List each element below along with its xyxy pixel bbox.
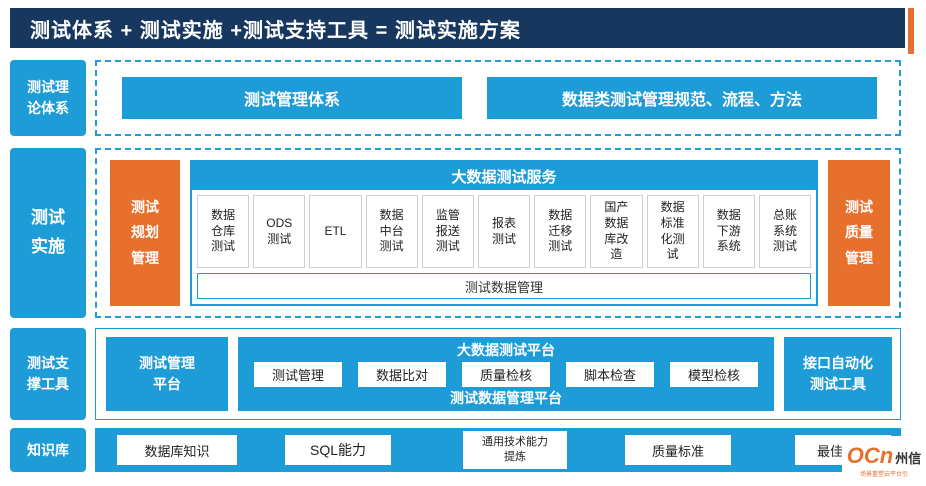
service-box: 报表 测试 [477, 195, 531, 268]
vendor-logo: OCn 州信 场景重塑云平台引 [842, 436, 926, 486]
sidebar-label-knowledge-base: 知识库 [10, 428, 86, 472]
test-management-platform-box: 测试管理 平台 [106, 337, 228, 411]
test-planning-management-box: 测试 规划 管理 [110, 160, 180, 306]
service-box: 总账 系统 测试 [758, 195, 812, 268]
data-test-spec-box: 数据类测试管理规范、流程、方法 [487, 77, 877, 119]
bigdata-test-platform-panel: 大数据测试平台 测试管理 数据比对 质量检核 脚本检查 模型检核 测试数据管理平… [238, 337, 774, 411]
platform-tool: 数据比对 [358, 361, 446, 387]
vendor-logo-name: 州信 [895, 450, 922, 466]
service-box: 监管 报送 测试 [421, 195, 474, 268]
platform-tool: 测试管理 [254, 361, 342, 387]
sidebar-label-support-tools: 测试支 撑工具 [10, 328, 86, 420]
service-box: ODS 测试 [253, 195, 306, 268]
service-box: 数据 仓库 测试 [197, 195, 250, 268]
sidebar-label-theory: 测试理 论体系 [10, 60, 86, 136]
sidebar-label-implementation: 测试 实施 [10, 148, 86, 318]
implementation-row: 测试 规划 管理 大数据测试服务 数据 仓库 测试 ODS 测试 ETL 数据 … [95, 148, 901, 318]
platform-tool-list: 测试管理 数据比对 质量检核 脚本检查 模型检核 [238, 361, 774, 387]
service-box: 国产 数据 库改 造 [590, 195, 643, 268]
theory-row: 测试管理体系 数据类测试管理规范、流程、方法 [95, 60, 901, 136]
knowledge-item: 数据库知识 [117, 435, 237, 465]
service-box: 数据 迁移 测试 [534, 195, 587, 268]
knowledge-item: SQL能力 [285, 435, 391, 465]
page-title: 测试体系 + 测试实施 +测试支持工具 = 测试实施方案 [10, 8, 905, 48]
bigdata-test-service-title: 大数据测试服务 [192, 162, 816, 190]
test-data-management-bar: 测试数据管理 [197, 273, 811, 299]
vendor-logo-icon: OCn [846, 442, 894, 468]
bigdata-test-service-panel: 大数据测试服务 数据 仓库 测试 ODS 测试 ETL 数据 中台 测试 监管 … [190, 160, 818, 306]
knowledge-item: 通用技术能力 提炼 [463, 431, 567, 469]
service-box: 数据 标准 化测 试 [646, 195, 699, 268]
api-automation-tool-box: 接口自动化 测试工具 [784, 337, 892, 411]
platform-tool: 脚本检查 [566, 361, 654, 387]
bigdata-test-platform-title: 大数据测试平台 [457, 342, 555, 358]
service-box: ETL [309, 195, 362, 268]
test-data-management-platform-title: 测试数据管理平台 [450, 390, 562, 406]
platform-tool: 模型检核 [670, 361, 758, 387]
vendor-logo-tagline: 场景重塑云平台引 [859, 471, 908, 478]
test-quality-management-box: 测试 质量 管理 [828, 160, 890, 306]
test-management-system-box: 测试管理体系 [122, 77, 462, 119]
service-box-list: 数据 仓库 测试 ODS 测试 ETL 数据 中台 测试 监管 报送 测试 报表… [192, 190, 816, 273]
platform-tool: 质量检核 [462, 361, 550, 387]
knowledge-base-row: 数据库知识 SQL能力 通用技术能力 提炼 质量标准 最佳实践 [95, 428, 901, 472]
knowledge-item: 质量标准 [625, 435, 731, 465]
service-box: 数据 中台 测试 [365, 195, 418, 268]
service-box: 数据 下游 系统 [702, 195, 755, 268]
support-tools-row: 测试管理 平台 大数据测试平台 测试管理 数据比对 质量检核 脚本检查 模型检核… [95, 328, 901, 420]
header-accent-tab [908, 8, 914, 54]
